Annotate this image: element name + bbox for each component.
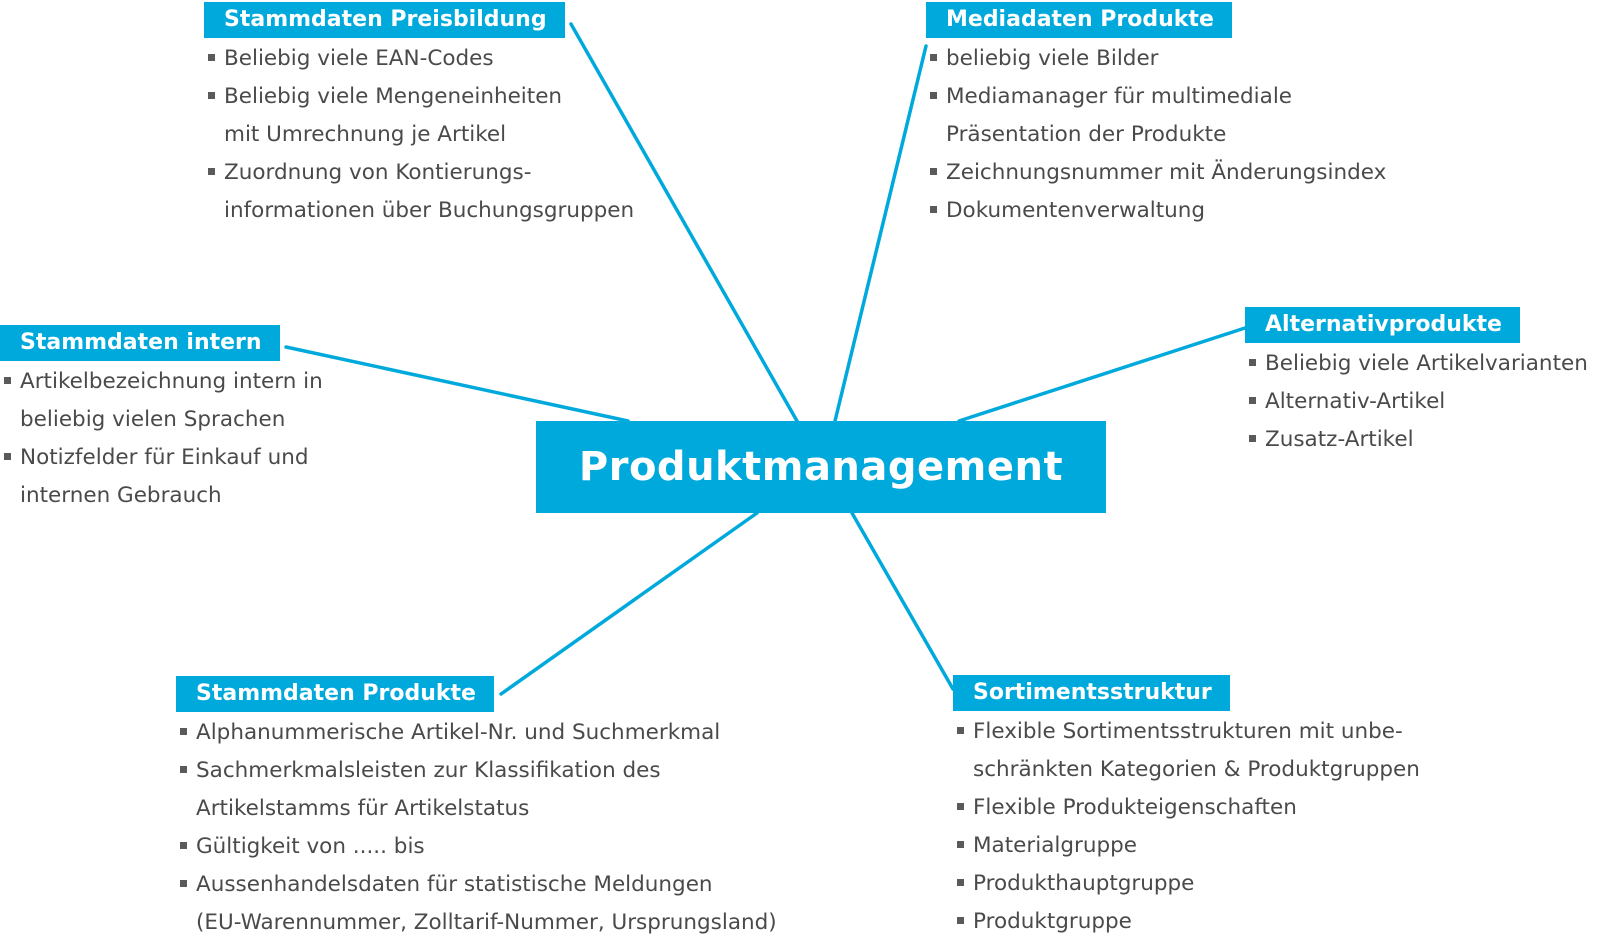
node-stammdaten-intern: Stammdaten intern Artikelbezeichnung int… bbox=[0, 325, 323, 515]
list-item: Zeichnungsnummer mit Änderungsindex bbox=[926, 154, 1386, 192]
list-item: Produkthauptgruppe bbox=[953, 865, 1420, 903]
connector-produkte bbox=[499, 511, 759, 696]
item-text: Zeichnungsnummer mit Änderungsindex bbox=[946, 160, 1387, 185]
item-text: Alternativ-Artikel bbox=[1265, 389, 1446, 414]
item-text: Flexible Sortimentsstrukturen mit unbe- … bbox=[973, 719, 1420, 782]
bullet-icon bbox=[208, 168, 215, 175]
item-list: Beliebig viele EAN-Codes Beliebig viele … bbox=[204, 40, 634, 230]
bullet-icon bbox=[4, 377, 11, 384]
list-item: Aussenhandelsdaten für statistische Meld… bbox=[176, 866, 777, 942]
bullet-icon bbox=[1249, 359, 1256, 366]
item-text: beliebig viele Bilder bbox=[946, 46, 1159, 71]
list-item: Produktgruppe bbox=[953, 903, 1420, 941]
node-title: Stammdaten Produkte bbox=[176, 676, 494, 712]
item-text: Zuordnung von Kontierungs- informationen… bbox=[224, 160, 635, 223]
item-list: Artikelbezeichnung intern in beliebig vi… bbox=[0, 363, 323, 515]
list-item: Notizfelder für Einkauf und internen Geb… bbox=[0, 439, 323, 515]
list-item: Beliebig viele Artikelvarianten bbox=[1245, 345, 1588, 383]
bullet-icon bbox=[208, 54, 215, 61]
bullet-icon bbox=[180, 842, 187, 849]
bullet-icon bbox=[957, 803, 964, 810]
bullet-icon bbox=[957, 879, 964, 886]
bullet-icon bbox=[930, 168, 937, 175]
list-item: Flexible Sortimentsstrukturen mit unbe- … bbox=[953, 713, 1420, 789]
bullet-icon bbox=[180, 880, 187, 887]
item-text: Produkthauptgruppe bbox=[973, 871, 1195, 896]
connector-intern bbox=[284, 345, 630, 423]
bullet-icon bbox=[208, 92, 215, 99]
bullet-icon bbox=[930, 54, 937, 61]
item-text: Mediamanager für multimediale Präsentati… bbox=[946, 84, 1293, 147]
list-item: Alternativ-Artikel bbox=[1245, 383, 1588, 421]
item-text: Flexible Produkteigenschaften bbox=[973, 795, 1297, 820]
node-sortimentsstruktur: Sortimentsstruktur Flexible Sortimentsst… bbox=[953, 675, 1420, 941]
node-title: Mediadaten Produkte bbox=[926, 2, 1232, 38]
node-title: Alternativprodukte bbox=[1245, 307, 1520, 343]
item-text: Aussenhandelsdaten für statistische Meld… bbox=[196, 872, 777, 935]
node-mediadaten-produkte: Mediadaten Produkte beliebig viele Bilde… bbox=[926, 2, 1386, 230]
bullet-icon bbox=[4, 453, 11, 460]
connector-sortiment bbox=[850, 511, 955, 691]
list-item: Gültigkeit von ..... bis bbox=[176, 828, 777, 866]
list-item: Zusatz-Artikel bbox=[1245, 421, 1588, 459]
node-stammdaten-preisbildung: Stammdaten Preisbildung Beliebig viele E… bbox=[204, 2, 634, 230]
node-title: Stammdaten Preisbildung bbox=[204, 2, 565, 38]
list-item: Sachmerkmalsleisten zur Klassifikation d… bbox=[176, 752, 777, 828]
list-item: Zuordnung von Kontierungs- informationen… bbox=[204, 154, 634, 230]
bullet-icon bbox=[930, 92, 937, 99]
list-item: Alphanummerische Artikel-Nr. und Suchmer… bbox=[176, 714, 777, 752]
bullet-icon bbox=[957, 727, 964, 734]
node-stammdaten-produkte: Stammdaten Produkte Alphanummerische Art… bbox=[176, 676, 777, 942]
connector-preisbildung bbox=[569, 22, 799, 423]
item-text: Beliebig viele Mengeneinheiten mit Umrec… bbox=[224, 84, 563, 147]
item-list: Beliebig viele Artikelvarianten Alternat… bbox=[1245, 345, 1588, 459]
list-item: Materialgruppe bbox=[953, 827, 1420, 865]
item-text: Gültigkeit von ..... bis bbox=[196, 834, 425, 859]
item-text: Zusatz-Artikel bbox=[1265, 427, 1414, 452]
list-item: Mediamanager für multimediale Präsentati… bbox=[926, 78, 1386, 154]
item-text: Dokumentenverwaltung bbox=[946, 198, 1206, 223]
item-list: Alphanummerische Artikel-Nr. und Suchmer… bbox=[176, 714, 777, 942]
bullet-icon bbox=[957, 841, 964, 848]
item-list: beliebig viele Bilder Mediamanager für m… bbox=[926, 40, 1386, 230]
bullet-icon bbox=[180, 728, 187, 735]
item-list: Flexible Sortimentsstrukturen mit unbe- … bbox=[953, 713, 1420, 941]
list-item: beliebig viele Bilder bbox=[926, 40, 1386, 78]
item-text: Produktgruppe bbox=[973, 909, 1132, 934]
node-title: Stammdaten intern bbox=[0, 325, 280, 361]
list-item: Artikelbezeichnung intern in beliebig vi… bbox=[0, 363, 323, 439]
list-item: Beliebig viele Mengeneinheiten mit Umrec… bbox=[204, 78, 634, 154]
item-text: Materialgruppe bbox=[973, 833, 1137, 858]
node-title: Sortimentsstruktur bbox=[953, 675, 1230, 711]
connector-alternativ bbox=[957, 326, 1247, 423]
bullet-icon bbox=[957, 917, 964, 924]
node-alternativprodukte: Alternativprodukte Beliebig viele Artike… bbox=[1245, 307, 1588, 459]
item-text: Sachmerkmalsleisten zur Klassifikation d… bbox=[196, 758, 661, 821]
list-item: Beliebig viele EAN-Codes bbox=[204, 40, 634, 78]
bullet-icon bbox=[1249, 435, 1256, 442]
item-text: Beliebig viele Artikelvarianten bbox=[1265, 351, 1588, 376]
item-text: Beliebig viele EAN-Codes bbox=[224, 46, 494, 71]
list-item: Dokumentenverwaltung bbox=[926, 192, 1386, 230]
item-text: Artikelbezeichnung intern in beliebig vi… bbox=[20, 369, 323, 432]
central-topic: Produktmanagement bbox=[536, 421, 1106, 513]
item-text: Alphanummerische Artikel-Nr. und Suchmer… bbox=[196, 720, 721, 745]
item-text: Notizfelder für Einkauf und internen Geb… bbox=[20, 445, 309, 508]
connector-mediadaten bbox=[833, 44, 928, 423]
bullet-icon bbox=[180, 766, 187, 773]
bullet-icon bbox=[1249, 397, 1256, 404]
list-item: Flexible Produkteigenschaften bbox=[953, 789, 1420, 827]
bullet-icon bbox=[930, 206, 937, 213]
